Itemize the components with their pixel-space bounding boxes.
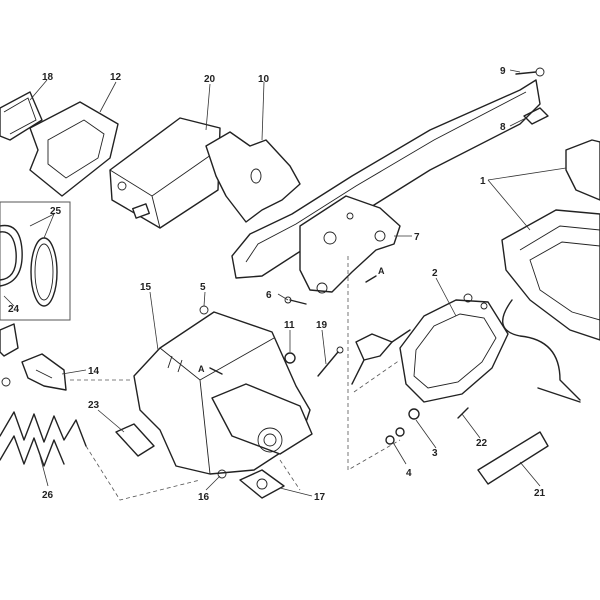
callout-14: 14 [88,366,100,377]
callout-9: 9 [500,66,506,77]
callout-1: 1 [480,176,486,187]
part-16-screw [217,469,227,479]
ref-arrow-a-upper: A [365,266,385,283]
callout-22: 22 [476,438,488,449]
callout-16: 16 [198,492,210,503]
leader-lines [3,69,567,497]
main-frame-bracket [231,79,541,294]
callout-11: 11 [284,320,295,331]
part-5-nut [199,305,209,315]
callout-17: 17 [314,492,326,503]
callout-19: 19 [316,320,328,331]
part-6-screw [284,296,307,305]
part-23-foam [115,423,155,457]
part-15-tray [133,311,313,475]
part-12-gasket [29,101,119,197]
part-10-pad [205,131,301,223]
callout-4: 4 [406,468,412,479]
part-20-module [109,117,221,229]
callout-26: 26 [42,490,54,501]
callout-8: 8 [500,122,506,133]
callout-21: 21 [534,488,546,499]
part-4-screw [385,427,405,445]
part-3-washer [408,408,420,420]
part-11-nut [284,352,296,364]
part-18-cover [0,91,43,141]
callout-labels: 18 12 20 10 9 8 1 25 24 7 2 15 5 6 11 19… [8,66,546,503]
part-8-clip [523,107,549,125]
part-14-bracket [0,323,67,391]
callout-6: 6 [266,290,272,301]
callout-3: 3 [432,448,438,459]
callout-2: 2 [432,268,438,279]
part-19-bolt [317,346,344,377]
callout-5: 5 [200,282,206,293]
callout-25: 25 [50,206,62,217]
part-17-gasket [239,469,285,499]
part-26-spring [0,411,87,467]
part-22-pin [457,407,469,419]
callout-15: 15 [140,282,152,293]
callout-10: 10 [258,74,270,85]
callout-20: 20 [204,74,216,85]
part-1-instrument-cluster [501,139,600,403]
ref-mark-a: A [198,364,205,374]
part-21-pad [477,431,549,485]
part-9-bolt [515,67,545,77]
part-2-gasket-plate [399,293,509,403]
callout-24: 24 [8,304,20,315]
ref-mark-a: A [378,266,385,276]
callout-18: 18 [42,72,54,83]
ref-arrow-a-lower: A [198,364,223,375]
connector-harness [351,329,411,385]
callout-23: 23 [88,400,100,411]
callout-12: 12 [110,72,122,83]
assembly-dash-lines [70,256,401,501]
callout-7: 7 [414,232,420,243]
